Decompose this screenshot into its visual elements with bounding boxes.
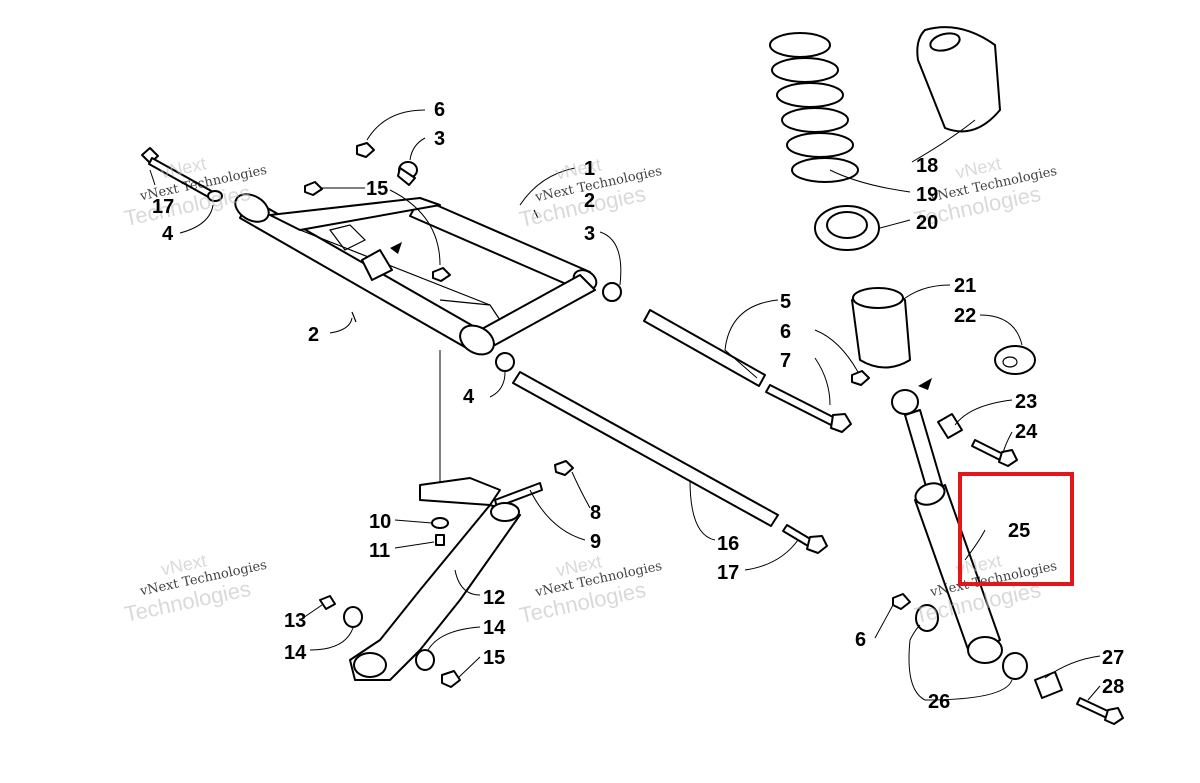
coil-spring	[769, 32, 859, 183]
callout-24[interactable]: 24	[1015, 421, 1038, 443]
callout-6[interactable]: 6	[434, 99, 445, 121]
callout-2[interactable]: 2	[308, 324, 319, 346]
lower-bracket	[319, 460, 574, 688]
callout-23[interactable]: 23	[1015, 391, 1037, 413]
swing-arm-frame	[234, 193, 598, 356]
callout-6[interactable]: 6	[780, 321, 791, 343]
shock-assembly	[769, 26, 1124, 725]
callout-2[interactable]: 2	[584, 190, 595, 212]
callout-3[interactable]: 3	[434, 128, 445, 150]
callout-16[interactable]: 16	[717, 533, 739, 555]
callout-14[interactable]: 14	[483, 617, 506, 639]
callout-22[interactable]: 22	[954, 305, 976, 327]
callout-3[interactable]: 3	[584, 223, 595, 245]
callout-17[interactable]: 17	[717, 562, 739, 584]
callout-15[interactable]: 15	[366, 178, 388, 200]
callout-8[interactable]: 8	[590, 502, 601, 524]
callout-17[interactable]: 17	[152, 196, 174, 218]
callout-10[interactable]: 10	[369, 511, 391, 533]
callout-11[interactable]: 11	[369, 540, 390, 562]
callout-13[interactable]: 13	[284, 610, 306, 632]
highlight-box	[958, 472, 1074, 586]
leader-lines	[149, 109, 1101, 701]
callout-25[interactable]: 25	[1008, 520, 1030, 542]
callout-4[interactable]: 4	[463, 386, 475, 408]
callout-6[interactable]: 6	[855, 629, 866, 651]
callout-12[interactable]: 12	[483, 587, 505, 609]
callout-9[interactable]: 9	[590, 531, 601, 553]
callout-5[interactable]: 5	[780, 291, 791, 313]
callout-21[interactable]: 21	[954, 275, 976, 297]
callout-15[interactable]: 15	[483, 647, 505, 669]
callout-20[interactable]: 20	[916, 212, 938, 234]
callout-1[interactable]: 1	[584, 158, 595, 180]
callout-7[interactable]: 7	[780, 350, 791, 372]
callout-labels: 6 3 15 1 2 17 4 3 2 4 5 6 7 8 9 10 11 12…	[152, 99, 1124, 713]
shafts	[439, 309, 852, 554]
watermark-2: vNext vNext Technologies Technologies	[517, 154, 663, 232]
callout-27[interactable]: 27	[1102, 647, 1124, 669]
callout-4[interactable]: 4	[162, 223, 174, 245]
callout-26[interactable]: 26	[928, 691, 950, 713]
hardware-left	[141, 142, 622, 372]
callout-14[interactable]: 14	[284, 642, 307, 664]
callout-28[interactable]: 28	[1102, 676, 1124, 698]
callout-18[interactable]: 18	[916, 155, 938, 177]
watermark-4: vNext vNext Technologies Technologies	[122, 550, 268, 627]
callout-19[interactable]: 19	[916, 184, 938, 206]
